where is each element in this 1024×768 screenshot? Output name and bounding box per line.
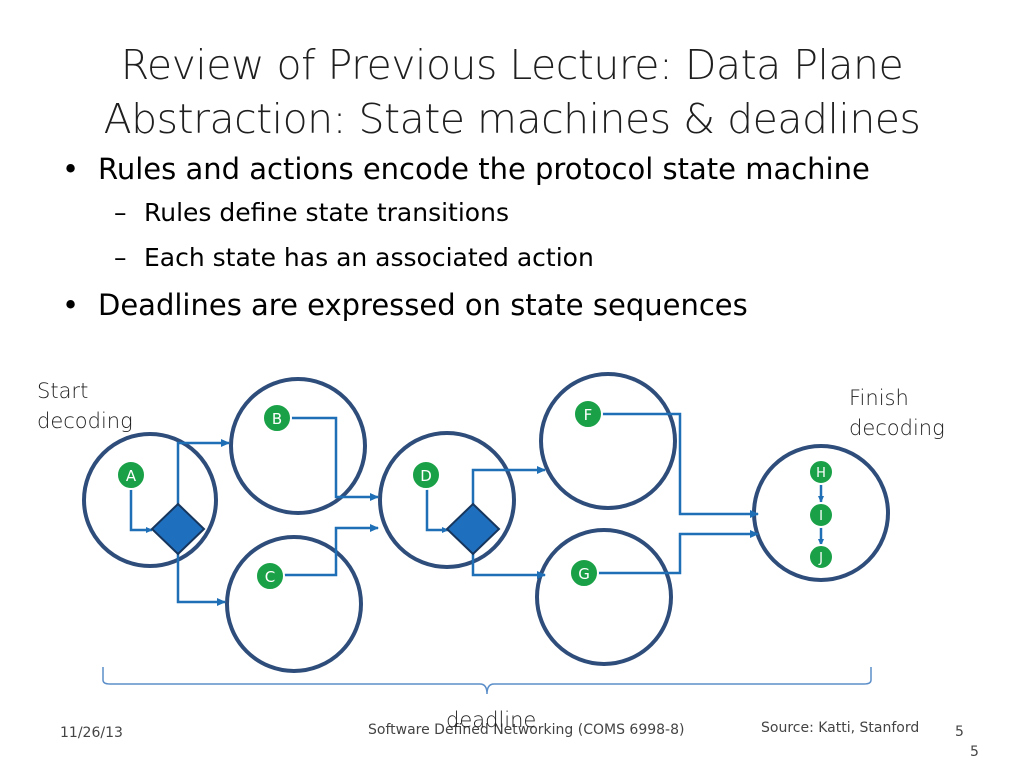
- deadline-brace: [102, 667, 872, 695]
- footer-course: Software Defined Networking (COMS 6998-8…: [368, 722, 685, 738]
- node-c-label: C: [265, 568, 275, 586]
- sub-bullet-marker: –: [114, 198, 127, 227]
- node-d-label: D: [420, 467, 432, 485]
- sub-bullet-text: Rules define state transitions: [144, 198, 509, 227]
- node-j-marker: [808, 544, 834, 570]
- footer-date: 11/26/13: [60, 725, 123, 741]
- decision-diamond: [445, 502, 501, 556]
- bullet-item: • Rules and actions encode the protocol …: [58, 150, 958, 188]
- transition-arrow: [176, 554, 226, 606]
- corner-page-number: 5: [970, 744, 979, 760]
- transition-arrow: [596, 530, 759, 575]
- transition-arrow: [176, 439, 230, 504]
- bullet-list: • Rules and actions encode the protocol …: [58, 150, 958, 332]
- node-i-label: I: [819, 509, 823, 524]
- footer-page-number: 5: [955, 724, 964, 740]
- node-c-marker: [255, 561, 285, 591]
- node-b-label: B: [272, 410, 282, 428]
- node-i-marker: [808, 502, 834, 528]
- state-circle: [225, 535, 363, 673]
- slide-title: Review of Previous Lecture: Data Plane A…: [60, 38, 964, 146]
- bullet-marker: •: [62, 288, 80, 322]
- node-h-label: H: [816, 466, 826, 481]
- state-circle: [378, 431, 516, 569]
- node-a-marker: [116, 460, 146, 490]
- sub-bullet-item: – Each state has an associated action: [58, 241, 958, 275]
- node-b-marker: [262, 403, 292, 433]
- node-f-label: F: [584, 406, 593, 424]
- deadline-label: deadline: [446, 708, 537, 732]
- node-f-marker: [573, 399, 603, 429]
- node-g-marker: [569, 558, 599, 588]
- finish-label-line2: decoding: [849, 416, 945, 440]
- node-d-marker: [411, 460, 441, 490]
- transition-arrow: [129, 487, 153, 533]
- node-j-label: J: [818, 551, 823, 566]
- state-circle: [535, 528, 673, 666]
- node-h-marker: [808, 459, 834, 485]
- start-label-line1: Start: [37, 379, 89, 403]
- title-line-2: Abstraction: State machines & deadlines: [103, 95, 921, 143]
- transition-arrow: [471, 554, 546, 579]
- finish-label-line1: Finish: [849, 386, 909, 410]
- finish-label: Finish decoding: [849, 383, 945, 443]
- state-circle: [229, 377, 367, 515]
- footer-source: Source: Katti, Stanford: [761, 720, 920, 736]
- bullet-marker: •: [62, 152, 80, 186]
- title-line-1: Review of Previous Lecture: Data Plane: [120, 41, 904, 89]
- bullet-text: Rules and actions encode the protocol st…: [98, 152, 870, 186]
- transition-arrow: [289, 416, 379, 501]
- node-a-label: A: [126, 467, 137, 485]
- start-label: Start decoding: [37, 376, 133, 436]
- sub-bullet-marker: –: [114, 243, 127, 272]
- decision-diamond: [150, 502, 206, 556]
- transition-arrow: [425, 487, 449, 533]
- state-circle: [82, 432, 218, 568]
- transition-arrow: [599, 412, 759, 518]
- sub-bullet-text: Each state has an associated action: [144, 243, 594, 272]
- start-label-line2: decoding: [37, 409, 133, 433]
- node-g-label: G: [578, 565, 590, 583]
- transition-arrow: [282, 524, 379, 577]
- bullet-text: Deadlines are expressed on state sequenc…: [98, 288, 748, 322]
- sub-bullet-item: – Rules define state transitions: [58, 196, 958, 230]
- state-circle: [539, 372, 677, 510]
- bullet-item: • Deadlines are expressed on state seque…: [58, 286, 958, 324]
- transition-arrow: [471, 466, 546, 504]
